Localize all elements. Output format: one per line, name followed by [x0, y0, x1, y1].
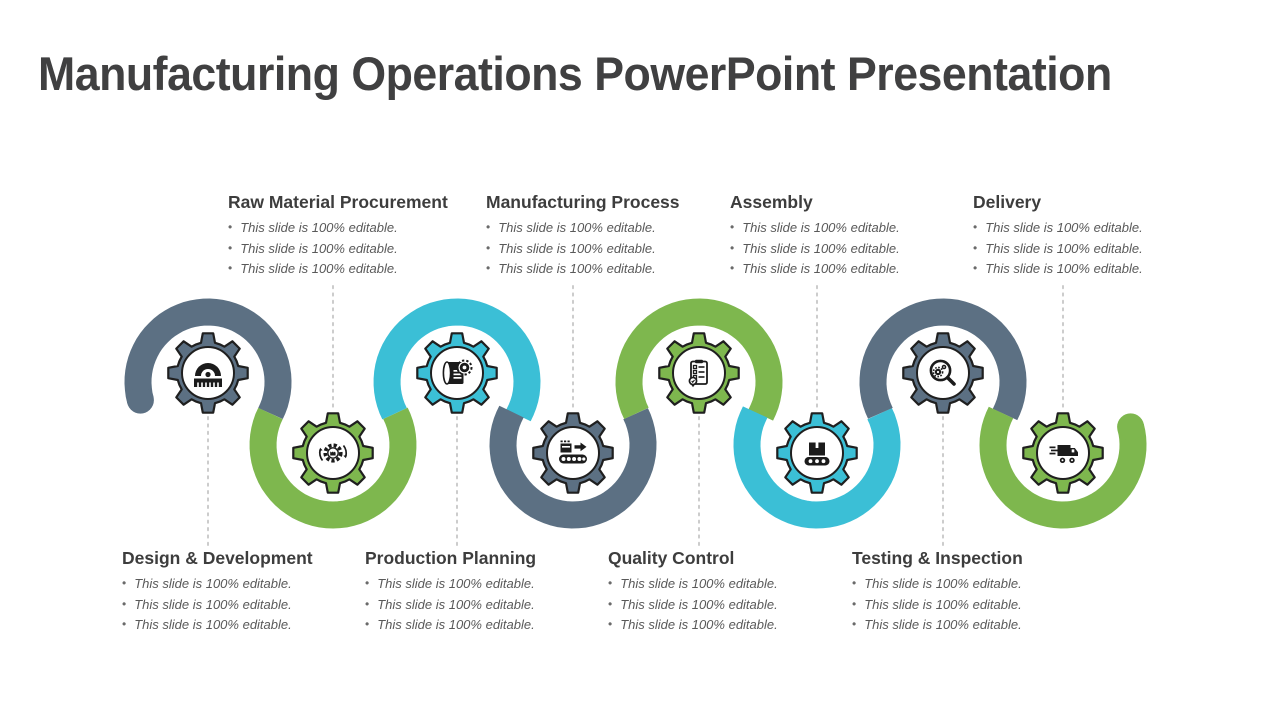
serpentine-end-cap [1117, 413, 1145, 441]
stage-gear [1022, 412, 1104, 494]
stage-label-block: Manufacturing ProcessThis slide is 100% … [486, 192, 680, 280]
stage-bullet: This slide is 100% editable. [486, 259, 680, 280]
stage-bullet: This slide is 100% editable. [365, 574, 536, 595]
stage-label-block: Raw Material ProcurementThis slide is 10… [228, 192, 448, 280]
serpentine-arc-segment [373, 298, 541, 422]
stage-bullet-list: This slide is 100% editable.This slide i… [730, 218, 900, 280]
serpentine-arc-segment [615, 298, 783, 421]
stage-bullet: This slide is 100% editable. [122, 574, 313, 595]
stage-gear [902, 332, 984, 414]
stage-gear [292, 412, 374, 494]
stage-heading: Production Planning [365, 548, 537, 568]
stage-bullet: This slide is 100% editable. [730, 239, 900, 260]
protractor-ruler-icon [194, 363, 222, 387]
stage-bullet: This slide is 100% editable. [608, 615, 778, 636]
stage-label-block: AssemblyThis slide is 100% editable.This… [730, 192, 900, 280]
stage-heading: Assembly [730, 192, 813, 212]
serpentine-arc-segment [249, 407, 417, 529]
serpentine-arc-segment [124, 298, 292, 420]
stage-bullet: This slide is 100% editable. [973, 259, 1143, 280]
stage-bullet: This slide is 100% editable. [486, 239, 680, 260]
stage-bullet: This slide is 100% editable. [486, 218, 680, 239]
stage-gear [167, 332, 249, 414]
stage-bullet: This slide is 100% editable. [973, 239, 1143, 260]
stage-bullet: This slide is 100% editable. [228, 218, 448, 239]
serpentine-arc-segment [733, 406, 901, 529]
serpentine-arc-segment [979, 406, 1147, 529]
stage-bullet: This slide is 100% editable. [852, 615, 1023, 636]
conveyor-belt-icon [559, 440, 587, 464]
stage-bullet: This slide is 100% editable. [608, 574, 778, 595]
stage-bullet: This slide is 100% editable. [852, 595, 1023, 616]
stage-label-block: Quality ControlThis slide is 100% editab… [608, 548, 778, 636]
magnifier-inspection-icon [929, 359, 956, 386]
stage-bullet: This slide is 100% editable. [852, 574, 1023, 595]
stage-bullet: This slide is 100% editable. [608, 595, 778, 616]
stage-label-block: Testing & InspectionThis slide is 100% e… [852, 548, 1023, 636]
serpentine-end-cap [126, 386, 154, 414]
stage-gear [658, 332, 740, 414]
stage-gear [416, 332, 498, 414]
gear-hub [546, 426, 600, 480]
serpentine-arc-segment [489, 405, 657, 529]
stage-bullet: This slide is 100% editable. [365, 595, 536, 616]
stage-bullet-list: This slide is 100% editable.This slide i… [973, 218, 1143, 280]
stage-bullet: This slide is 100% editable. [730, 259, 900, 280]
stage-bullet: This slide is 100% editable. [228, 259, 448, 280]
stage-bullet-list: This slide is 100% editable.This slide i… [122, 574, 313, 636]
stage-bullet-list: This slide is 100% editable.This slide i… [608, 574, 778, 636]
stage-gear [776, 412, 858, 494]
checklist-icon [688, 359, 708, 388]
stage-heading: Testing & Inspection [852, 548, 1023, 568]
stage-bullet: This slide is 100% editable. [365, 615, 536, 636]
production-cycle-icon [318, 443, 348, 463]
stage-bullet: This slide is 100% editable. [228, 239, 448, 260]
packing-box-icon [804, 442, 830, 466]
stage-heading: Raw Material Procurement [228, 192, 448, 212]
stage-bullet: This slide is 100% editable. [973, 218, 1143, 239]
stage-label-block: Design & DevelopmentThis slide is 100% e… [122, 548, 313, 636]
serpentine-arc-segment [859, 298, 1027, 421]
stage-gear [532, 412, 614, 494]
stage-label-block: DeliveryThis slide is 100% editable.This… [973, 192, 1143, 280]
stage-bullet: This slide is 100% editable. [122, 615, 313, 636]
stage-heading: Delivery [973, 192, 1042, 212]
stage-bullet: This slide is 100% editable. [122, 595, 313, 616]
stage-bullet: This slide is 100% editable. [730, 218, 900, 239]
stage-heading: Manufacturing Process [486, 192, 680, 212]
stage-bullet-list: This slide is 100% editable.This slide i… [365, 574, 536, 636]
stage-bullet-list: This slide is 100% editable.This slide i… [228, 218, 448, 280]
stage-label-block: Production PlanningThis slide is 100% ed… [365, 548, 536, 636]
stage-heading: Design & Development [122, 548, 313, 568]
stage-bullet-list: This slide is 100% editable.This slide i… [852, 574, 1023, 636]
delivery-truck-icon [1049, 445, 1078, 463]
blueprint-icon [442, 359, 473, 385]
stage-bullet-list: This slide is 100% editable.This slide i… [486, 218, 680, 280]
slide-title: Manufacturing Operations PowerPoint Pres… [38, 47, 1112, 100]
stage-heading: Quality Control [608, 548, 735, 568]
